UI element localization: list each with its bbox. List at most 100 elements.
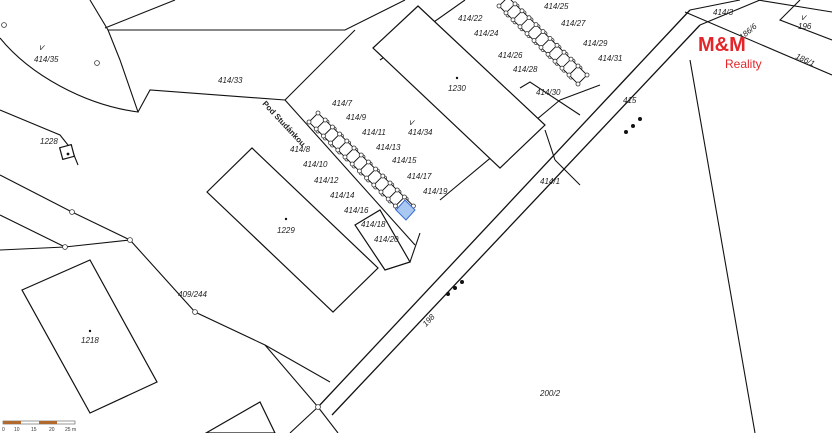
plot-node [313,126,319,132]
plot-node [349,161,355,167]
plot-node [337,131,343,137]
label-414-16: 414/16 [344,206,369,215]
plot-node [306,119,312,125]
highlighted-parcel[interactable] [395,199,416,221]
garage-row-upper [496,0,590,87]
building-414-20-garage [354,209,411,271]
plot-node [364,175,370,181]
building-bottom [204,401,276,433]
label-414-9: 414/9 [346,113,367,122]
svg-text:⩗: ⩗ [802,12,807,22]
label-186-1: 186/1 [794,52,816,69]
plot-node [531,38,537,43]
plot-node [315,110,321,116]
svg-text:⩗: ⩗ [40,42,45,52]
logo-tagline: Reality [725,57,762,71]
label-414-35: 414/35 [34,55,59,64]
label-409-244: 409/244 [178,290,207,299]
label-414-27: 414/27 [561,19,586,28]
plot-node [394,187,400,193]
plot-node [373,166,379,172]
road-markers [446,117,642,296]
plot-node [561,49,567,55]
label-414-31: 414/31 [598,54,622,63]
label-414-18: 414/18 [361,220,386,229]
label-414-25: 414/25 [544,2,569,11]
plot-node [392,203,398,209]
plot-node [356,168,362,174]
plot-node [496,3,502,9]
scale-tick-20: 20 [49,427,55,433]
plot-node [540,29,546,34]
plot-node [510,17,516,23]
label-1230: 1230 [448,84,466,93]
plot-node [378,189,384,195]
building-1228 [58,143,76,161]
label-414-26: 414/26 [498,51,523,60]
label-414-17: 414/17 [407,172,432,181]
plot-node [575,81,581,87]
plot-node [344,138,350,144]
buildings [21,5,546,433]
garden-symbols: ⩗ ⩗ ⩗ [40,12,807,333]
scale-bar: 0 10 15 20 25 m [2,420,76,433]
label-414-12: 414/12 [314,176,339,185]
street-name: Pod Studánkou [261,99,308,148]
label-415: 415 [623,96,637,105]
label-414-28: 414/28 [513,65,538,74]
plot-node [519,8,525,14]
plot-node [371,182,377,188]
plot-node [524,31,530,36]
plot-node [365,159,371,165]
label-414-14: 414/14 [330,191,355,200]
plot-node [559,65,565,71]
label-414-29: 414/29 [583,39,608,48]
label-414-24: 414/24 [474,29,499,38]
plot-node [401,194,407,200]
plot-node [545,51,551,57]
label-414-19: 414/19 [423,187,448,196]
scale-tick-15: 15 [31,427,37,433]
label-414-3: 414/3 [713,8,734,17]
label-414-8: 414/8 [290,145,311,154]
plot-node [547,36,553,41]
plot-node [554,42,560,48]
plot-node [552,58,558,64]
plot-node [322,117,328,123]
plot-node [575,63,581,69]
plot-node [526,15,532,21]
plot-node [512,1,518,7]
label-196: 196 [798,22,812,31]
plot-node [566,72,572,78]
plot-node [351,145,357,151]
plot-node [517,24,523,30]
boundary-nodes [1,22,321,410]
plot-node [342,154,348,160]
plot-node [380,173,386,179]
label-414-30: 414/30 [536,88,561,97]
label-414-7: 414/7 [332,99,353,108]
scale-tick-10: 10 [14,427,20,433]
label-414-34: 414/34 [408,128,433,137]
building-1218 [21,259,158,414]
label-414-10: 414/10 [303,160,328,169]
label-414-11: 414/11 [362,128,386,137]
label-414-33: 414/33 [218,76,243,85]
plot-node [320,133,326,139]
label-414-13: 414/13 [376,143,401,152]
label-414-1: 414/1 [540,177,560,186]
label-414-22: 414/22 [458,14,483,23]
scale-tick-25: 25 m [65,427,76,433]
logo-brand: M&M [698,34,746,56]
plot-node [538,45,544,50]
plot-node [358,152,364,158]
plot-node [328,140,334,146]
plot-node [503,10,509,16]
plot-node [387,180,393,186]
label-1228: 1228 [40,137,58,146]
label-414-20: 414/20 [374,235,399,244]
label-1218: 1218 [81,336,99,345]
plot-node [385,196,391,202]
